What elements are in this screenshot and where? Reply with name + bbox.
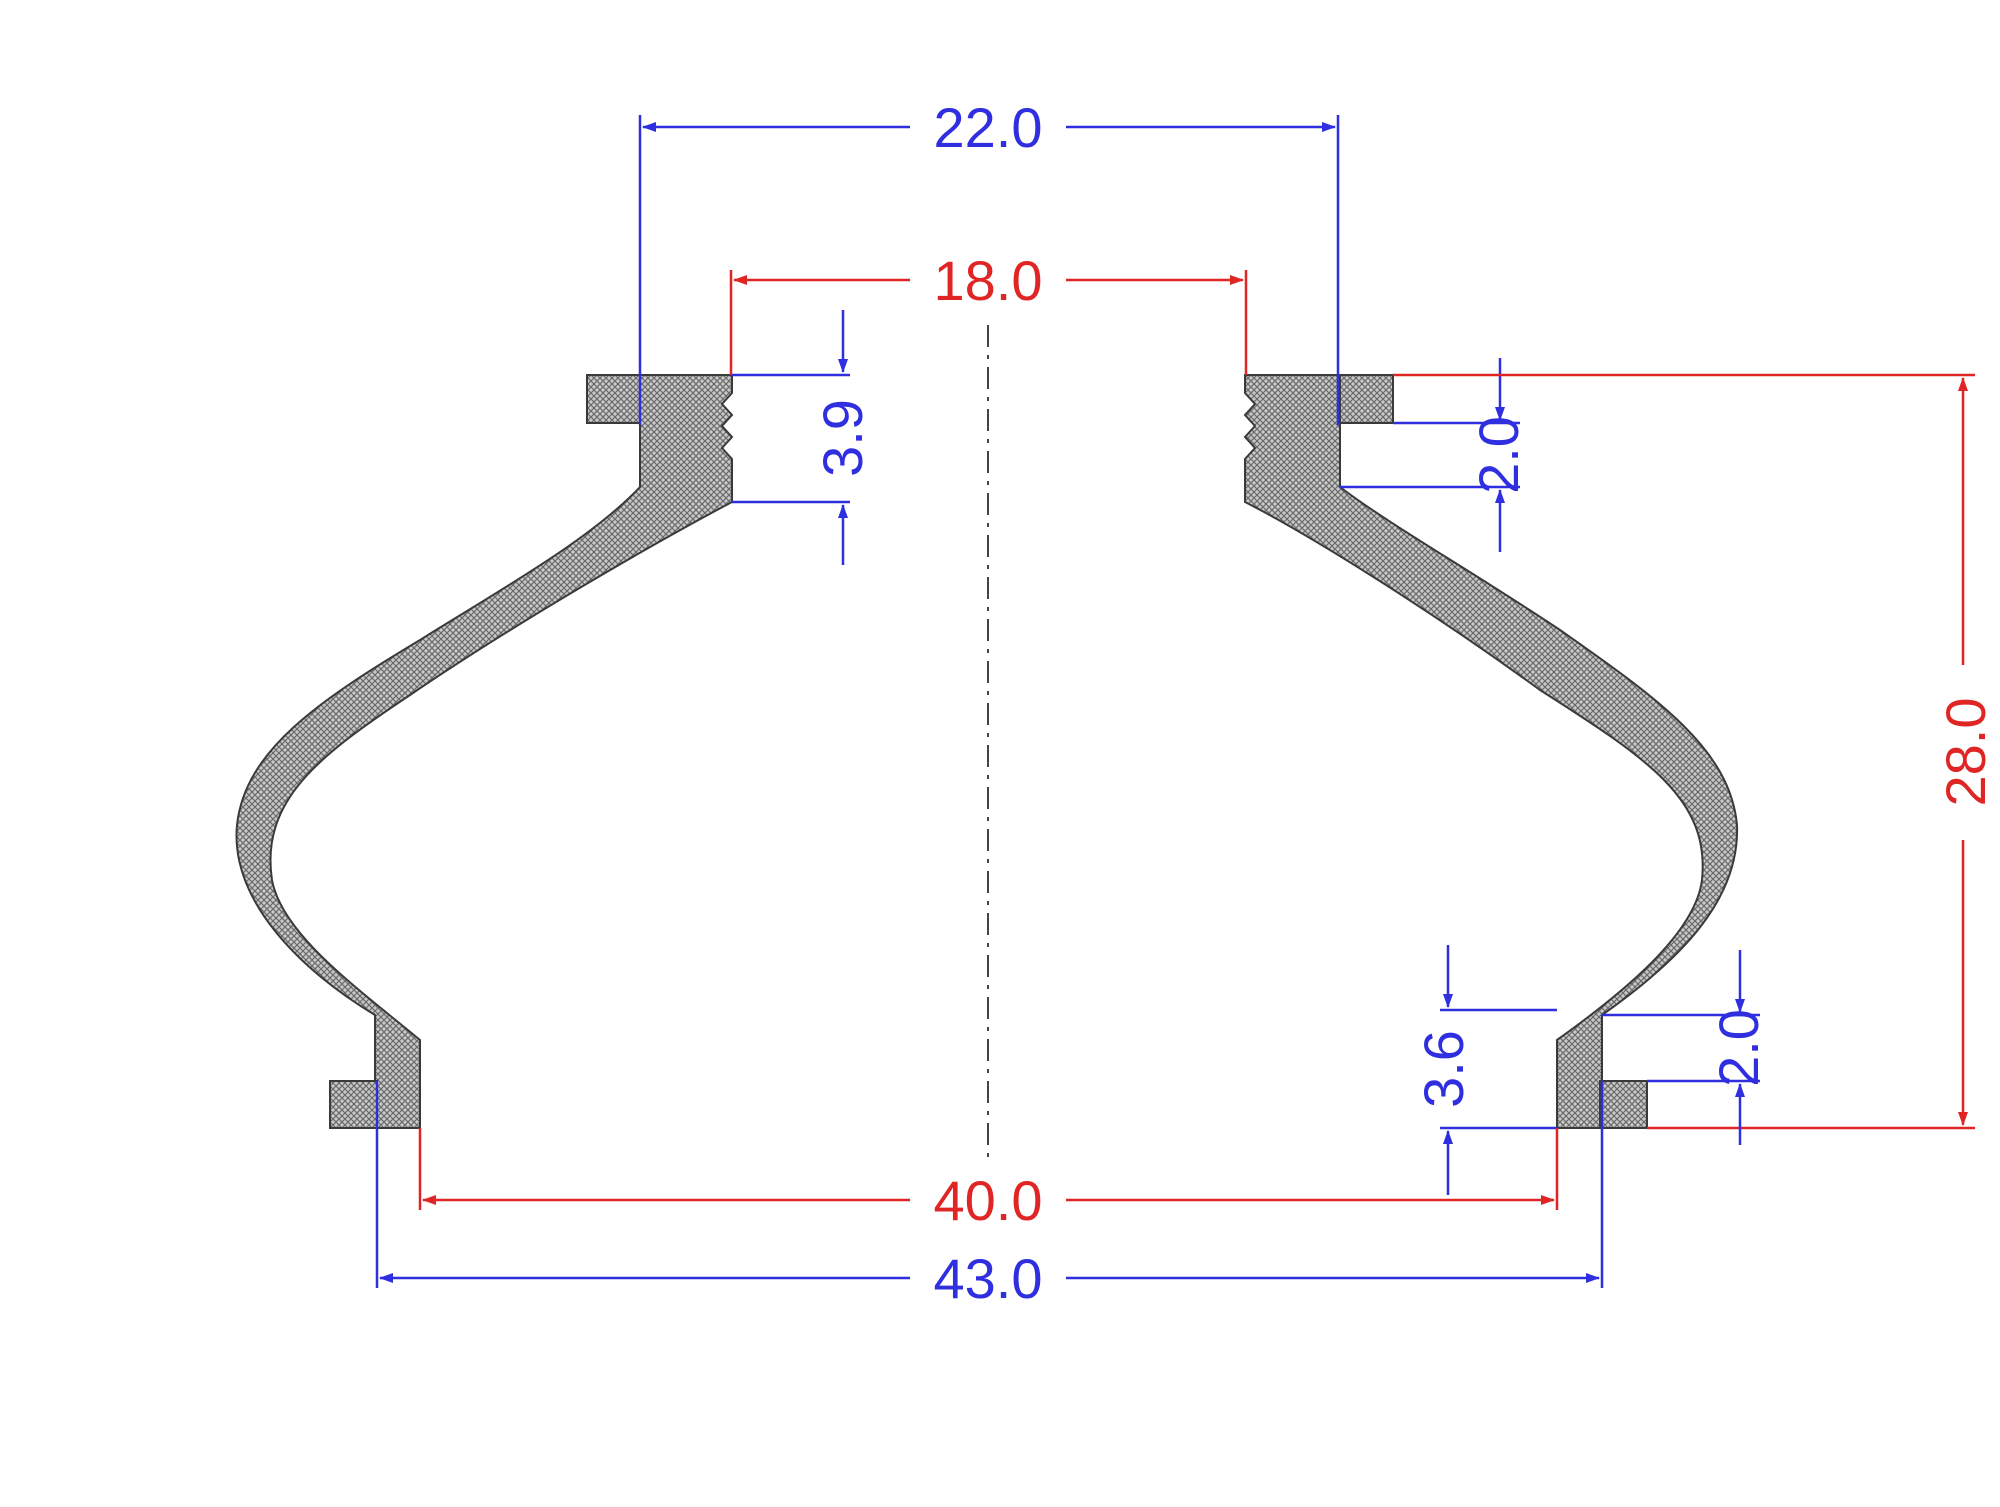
dim-top-flange: 2.0 <box>1340 358 1530 552</box>
dim-top-outer-label: 22.0 <box>934 96 1043 159</box>
dim-bottom-flange: 2.0 <box>1602 950 1770 1145</box>
dim-top-outer: 22.0 <box>638 96 1340 425</box>
top-right-flange <box>1335 374 1394 424</box>
dim-top-groove: 3.9 <box>732 310 874 565</box>
dim-bottom-inner-label: 40.0 <box>934 1169 1043 1232</box>
bottom-right-flange <box>1599 1080 1648 1129</box>
dim-bottom-outer-label: 43.0 <box>934 1247 1043 1310</box>
boot-right-half <box>1243 374 1739 1129</box>
dim-top-inner: 18.0 <box>729 249 1248 375</box>
boot-right-wall <box>1243 374 1739 1129</box>
dim-height-label: 28.0 <box>1934 698 1997 807</box>
dim-bottom-groove: 3.6 <box>1412 945 1557 1195</box>
dim-bottom-groove-label: 3.6 <box>1412 1030 1475 1108</box>
dim-top-flange-label: 2.0 <box>1467 416 1530 494</box>
dim-bottom-outer: 43.0 <box>375 1081 1604 1310</box>
dim-bottom-inner: 40.0 <box>418 1128 1559 1232</box>
dim-bottom-flange-label: 2.0 <box>1707 1009 1770 1087</box>
top-left-flange <box>586 374 645 424</box>
boot-left-half <box>235 374 734 1129</box>
bottom-left-flange <box>329 1080 378 1129</box>
boot-left-wall <box>235 374 734 1129</box>
dim-top-inner-label: 18.0 <box>934 249 1043 312</box>
dim-overall-height: 28.0 <box>1393 373 1997 1130</box>
dim-top-groove-label: 3.9 <box>811 399 874 477</box>
